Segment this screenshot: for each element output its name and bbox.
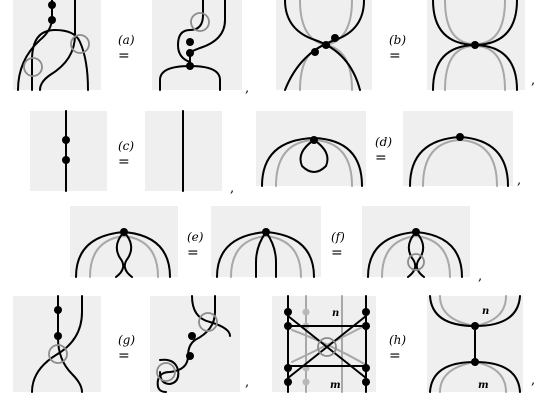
equals-d: = <box>375 150 387 166</box>
label-f: (f) <box>331 230 345 244</box>
separator-2: , <box>531 73 535 88</box>
panel-b-right <box>427 0 525 91</box>
equals-f: = <box>331 245 343 261</box>
separator-1: , <box>245 81 249 96</box>
equals-g: = <box>118 348 130 364</box>
separator-3: , <box>230 181 234 196</box>
panel-d-right <box>403 111 513 187</box>
separator-5: , <box>478 269 482 284</box>
panel-a-left <box>13 0 101 91</box>
panel-g-left <box>13 295 101 393</box>
panel-a-right <box>152 0 242 91</box>
wire-label-m-left: m <box>330 380 341 391</box>
equals-b: = <box>389 48 401 64</box>
panel-e-left <box>70 206 178 278</box>
equals-a: = <box>118 48 130 64</box>
separator-6: , <box>245 375 249 390</box>
panel-f-right <box>362 206 470 278</box>
wire-label-n-left: n <box>332 308 339 319</box>
panel-b-left <box>276 0 372 91</box>
panel-c-left <box>30 110 107 192</box>
panel-h-left: n m <box>272 295 376 393</box>
panel-g-right <box>150 295 240 393</box>
label-a: (a) <box>118 33 135 47</box>
label-h: (h) <box>389 333 406 347</box>
label-e: (e) <box>187 230 204 244</box>
equals-e: = <box>187 245 199 261</box>
panel-d-left <box>256 111 366 187</box>
wire-label-n-right: n <box>482 306 489 317</box>
equals-c: = <box>118 154 130 170</box>
equals-h: = <box>389 348 401 364</box>
label-g: (g) <box>118 333 135 347</box>
panel-h-right: n m <box>427 295 523 393</box>
separator-7: , <box>531 373 535 388</box>
label-b: (b) <box>389 33 406 47</box>
panel-e-right <box>211 206 321 278</box>
label-c: (c) <box>118 139 134 153</box>
panel-c-right <box>145 110 222 192</box>
separator-4: , <box>517 173 521 188</box>
label-d: (d) <box>375 135 392 149</box>
wire-label-m-right: m <box>478 380 489 391</box>
